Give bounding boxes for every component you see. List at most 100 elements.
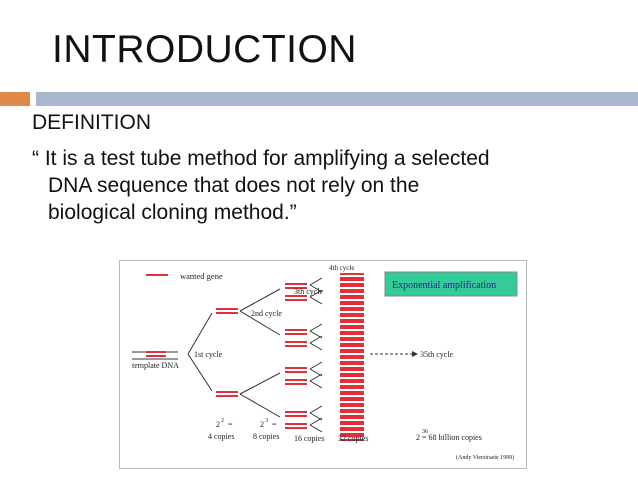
cycle3-pair [285,411,307,413]
cycle4-pair [340,291,364,293]
cycle4-pair [340,309,364,311]
legend-strand [146,274,168,276]
c8-eq: = [272,420,277,429]
cycle4-pair [340,313,364,315]
cycle3-pair [285,287,307,289]
branch-line [239,310,281,336]
cycle4-pair [340,435,364,437]
branch-line [309,405,323,414]
branch-line [309,424,323,433]
cycle3-label: 3th cycle [294,287,324,296]
c8-exp: 3 [265,418,268,424]
cycle4-pair [340,397,364,399]
cycle2-label: 2nd cycle [251,309,282,318]
cycle4-pair [340,285,364,287]
branch-line [239,372,281,395]
cycle4-pair [340,307,364,309]
cycle4-pair [340,409,364,411]
cycle4-pair [340,415,364,417]
template-strand [132,358,178,360]
cycle4-pair [340,403,364,405]
cycle4-pair [340,303,364,305]
title-accent-bar-blue [36,92,638,106]
cycle3-pair [285,299,307,301]
branch-line [309,335,323,344]
cycle3-pair [285,367,307,369]
cycle4-pair [340,405,364,407]
cycle4-pair [340,381,364,383]
cycle4-pair [340,393,364,395]
big-exp: 36 [422,429,428,435]
cycle1-label: 1st cycle [194,350,223,359]
template-label: template DNA [132,361,179,370]
cycle3-pair [285,345,307,347]
cycle4-pair [340,331,364,333]
cycle4-pair [340,319,364,321]
cycle2-pair [216,308,238,310]
cycle3-pair [285,333,307,335]
cycle4-pair [340,373,364,375]
cycle3-pair [285,371,307,373]
branch-line [309,323,323,332]
cycle4-pair [340,315,364,317]
cycle4-pair [340,379,364,381]
title-accent-bar-orange [0,92,30,106]
cycle4-pair [340,297,364,299]
slide-title: INTRODUCTION [52,28,357,71]
cycle4-pair [340,411,364,413]
cycle3-pair [285,427,307,429]
template-gene [146,351,166,353]
cycle4-pair [340,273,364,275]
cycle4-pair [340,357,364,359]
c4-base: 2 [216,420,220,429]
c16-copies: 16 copies [294,434,324,443]
cycle4-pair [340,333,364,335]
branch-line [187,353,213,392]
cycle2-pair [216,391,238,393]
c32-copies: 32 copies [338,434,368,443]
dna-strands [132,273,364,441]
c4-eq: = [228,420,233,429]
cycle4-pair [340,387,364,389]
callout-box [384,271,518,297]
branch-line [309,380,323,389]
cycle4-pair [340,301,364,303]
cycle4-pair [340,339,364,341]
cycle4-pair [340,375,364,377]
branch-lines [187,277,323,433]
template-gene [146,355,166,357]
cycle2-pair [216,395,238,397]
c8-base: 2 [260,420,264,429]
branch-line [309,361,323,370]
cycle3-pair [285,379,307,381]
pcr-amplification-figure: Exponential amplification wanted gene te… [119,260,527,469]
cycle4-pair [340,367,364,369]
cycle4-pair [340,327,364,329]
cycle4-pair [340,279,364,281]
quote-line-3: biological cloning method.” [48,201,297,224]
branch-line [239,288,281,312]
quote-line-2: DNA sequence that does not rely on the [48,174,420,197]
cycle4-label: 4th cycle [329,264,354,272]
big-copies: 2 = 68 billion copies [416,433,482,442]
cycle4-pair [340,361,364,363]
branch-line [309,417,323,426]
definition-quote: “ It is a test tube method for amplifyin… [32,145,622,226]
cycle3-pair [285,341,307,343]
cycle3-pair [285,383,307,385]
cycle4-pair [340,433,364,435]
legend-label: wanted gene [180,271,223,281]
branch-line [309,296,323,305]
cycle3-pair [285,423,307,425]
c4-exp: 2 [221,418,224,424]
pcr-diagram: Exponential amplification wanted gene te… [132,264,518,461]
cycle4-pair [340,349,364,351]
cycle4-pair [340,345,364,347]
branch-line [309,373,323,382]
cycle4-pair [340,355,364,357]
cycle4-pair [340,283,364,285]
cycle4-pair [340,295,364,297]
cycle4-pair [340,343,364,345]
cycle4-pair [340,325,364,327]
cycle4-pair [340,385,364,387]
